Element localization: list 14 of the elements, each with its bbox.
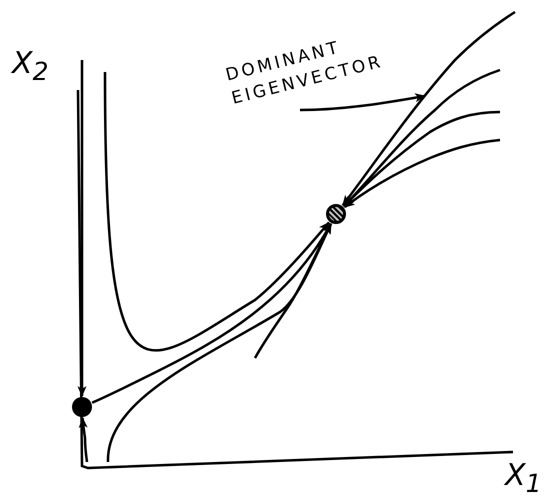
trajectory-arrow <box>106 223 332 462</box>
trajectory-arrow <box>342 10 516 206</box>
trajectory-arrow <box>78 60 86 397</box>
trajectory-arrow <box>254 222 332 359</box>
leader-arrow <box>300 93 426 112</box>
stable-node-point <box>326 204 346 224</box>
trajectory-arrow <box>78 417 88 462</box>
trajectory-arrow <box>344 138 500 208</box>
axis-label: X$_{1}$ <box>505 458 542 498</box>
trajectory-arrow <box>92 222 332 404</box>
axis-label: X$_{2}$ <box>12 46 48 86</box>
trajectory-arrow <box>342 110 500 208</box>
trajectory-arrow <box>104 72 330 351</box>
saddle-point <box>72 397 92 417</box>
